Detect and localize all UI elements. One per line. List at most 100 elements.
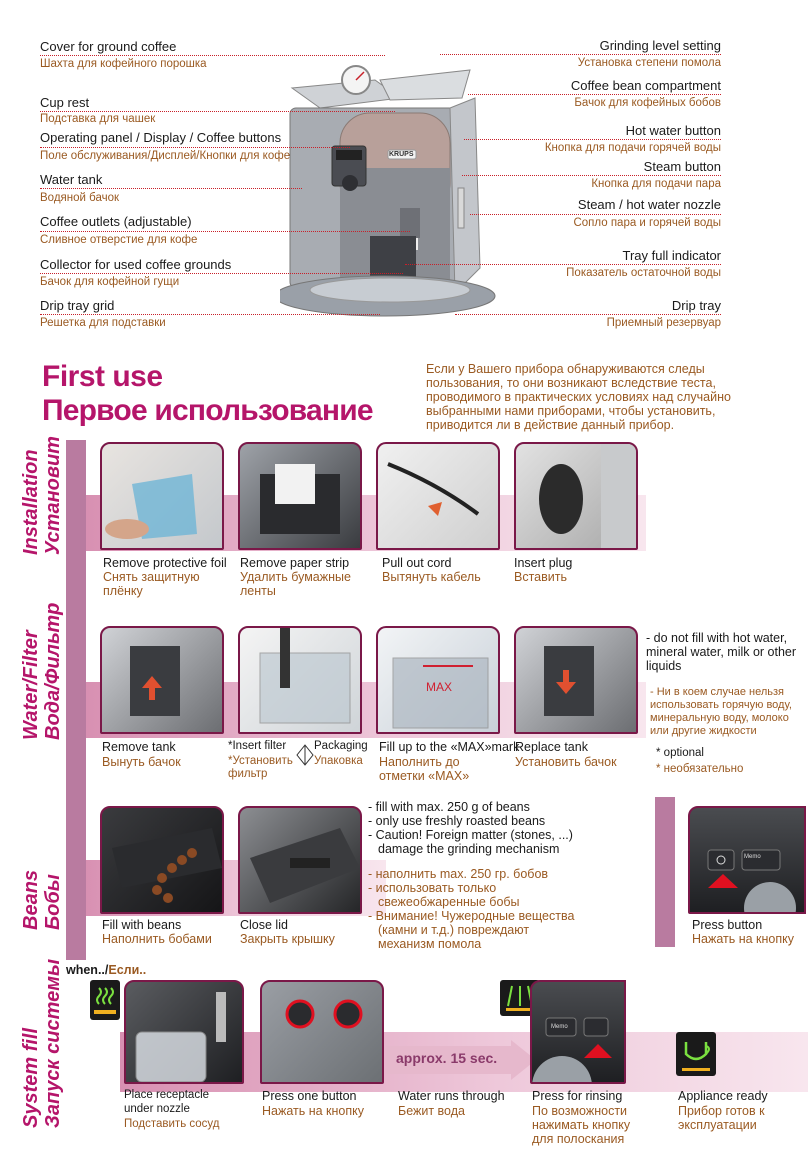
- water-warning-ru: - Ни в коем случае нельзя использовать г…: [650, 686, 792, 737]
- caption-remove-foil-ru: Снять защитную плёнку: [103, 570, 200, 598]
- first-use-intro: Если у Вашего прибора обнаруживаются сле…: [426, 362, 731, 432]
- approx-arrow: [386, 1040, 536, 1080]
- system-fill-title: System fill Запуск системы: [20, 958, 64, 1128]
- caption-insert-plug-en: Insert plug: [514, 556, 573, 570]
- photo-press-rinse: [530, 980, 626, 1084]
- caption-insert-plug-ru: Вставить: [514, 570, 567, 584]
- label-grounds-collector-ru: Бачок для кофейной гущи: [40, 276, 180, 288]
- caption-replace-tank-ru: Установить бачок: [515, 755, 617, 769]
- caption-fill-max-en: Fill up to the «MAX»mark: [379, 740, 520, 754]
- label-steam-button-ru: Кнопка для подачи пара: [591, 178, 721, 190]
- label-cup-rest-en: Cup rest: [40, 95, 90, 110]
- label-steam-nozzle-ru: Сопло пара и горячей воды: [573, 217, 721, 229]
- label-tray-full-en: Tray full indicator: [622, 248, 722, 263]
- label-water-tank-ru: Водяной бачок: [40, 192, 120, 204]
- caption-place-receptacle-en: Place receptacle under nozzle: [124, 1089, 210, 1115]
- beans-notes-ru: - наполнить max. 250 гр. бобов - использ…: [368, 867, 575, 951]
- beans-notes-en: - fill with max. 250 g of beans - only u…: [368, 800, 573, 856]
- photo-fill-beans: [100, 806, 224, 914]
- label-hot-water-button-ru: Кнопка для подачи горячей воды: [544, 142, 721, 154]
- caption-insert-filter-en: *Insert filter: [228, 740, 287, 752]
- ready-indicator-icon: [676, 1032, 716, 1076]
- caption-remove-tank-ru: Вынуть бачок: [102, 755, 181, 769]
- packaging-label-en: Packaging: [314, 740, 368, 752]
- caption-remove-tank-en: Remove tank: [102, 740, 176, 754]
- water-warning-en: - do not fill with hot water, mineral wa…: [646, 631, 797, 673]
- caption-fill-max-ru: Наполнить до отметки «MAX»: [379, 755, 470, 783]
- label-drip-tray-grid-en: Drip tray grid: [40, 298, 115, 313]
- label-tray-full-ru: Показатель остаточной воды: [566, 267, 721, 279]
- label-cover-ground-coffee-en: Cover for ground coffee: [40, 39, 177, 54]
- label-bean-compartment-en: Coffee bean compartment: [570, 78, 721, 93]
- label-operating-panel-en: Operating panel / Display / Coffee butto…: [40, 130, 282, 145]
- approx-duration: approx. 15 sec.: [396, 1050, 498, 1066]
- optional-note-en: * optional: [656, 747, 704, 759]
- caption-water-runs-en: Water runs through: [398, 1089, 505, 1103]
- when-label: when../Если..: [66, 963, 147, 977]
- label-coffee-outlets-en: Coffee outlets (adjustable): [40, 214, 192, 229]
- photo-fill-max: [376, 626, 500, 734]
- caption-insert-filter-ru: *Установить фильтр: [228, 755, 293, 780]
- photo-replace-tank: [514, 626, 638, 734]
- label-operating-panel-ru: Поле обслуживания/Дисплей/Кнопки для коф…: [40, 150, 291, 162]
- installation-title: Installation Установит: [20, 436, 64, 555]
- beans-title: Beans Бобы: [20, 869, 64, 930]
- label-grinding-level-en: Grinding level setting: [599, 38, 721, 53]
- label-grounds-collector-en: Collector for used coffee grounds: [40, 257, 232, 272]
- max-mark-label: MAX: [426, 680, 453, 694]
- memo-rinse-label: Memo: [551, 1024, 568, 1030]
- photo-press-button: [688, 806, 806, 914]
- caption-remove-paper-ru: Удалить бумажные ленты: [240, 570, 351, 598]
- label-cup-rest-ru: Подставка для чашек: [40, 113, 156, 125]
- photo-remove-foil: [100, 442, 224, 550]
- label-water-tank-en: Water tank: [40, 172, 103, 187]
- caption-close-lid-en: Close lid: [240, 918, 288, 932]
- steam-indicator-icon: [90, 980, 120, 1020]
- caption-appliance-ready-en: Appliance ready: [678, 1089, 768, 1103]
- caption-press-button-en: Press button: [692, 918, 763, 932]
- caption-close-lid-ru: Закрыть крышку: [240, 932, 335, 946]
- memo-button-label: Memo: [744, 854, 761, 860]
- label-hot-water-button-en: Hot water button: [625, 123, 721, 138]
- caption-press-rinsing-ru: По возможности нажимать кнопку для полос…: [532, 1104, 631, 1146]
- label-drip-tray-en: Drip tray: [671, 298, 721, 313]
- optional-note-ru: * необязательно: [656, 763, 744, 775]
- label-cover-ground-coffee-ru: Шахта для кофейного порошка: [40, 58, 207, 70]
- photo-remove-tank: [100, 626, 224, 734]
- photo-remove-paper: [238, 442, 362, 550]
- caption-press-one-button-ru: Нажать на кнопку: [262, 1104, 365, 1118]
- label-bean-compartment-ru: Бачок для кофейных бобов: [574, 97, 721, 109]
- label-steam-nozzle-en: Steam / hot water nozzle: [577, 197, 721, 212]
- caption-water-runs-ru: Бежит вода: [398, 1104, 465, 1118]
- caption-press-button-ru: Нажать на кнопку: [692, 932, 795, 946]
- photo-insert-filter: [238, 626, 362, 734]
- photo-close-lid: [238, 806, 362, 914]
- caption-press-one-button-en: Press one button: [262, 1089, 357, 1103]
- photo-place-receptacle: [124, 980, 244, 1084]
- label-steam-button-en: Steam button: [643, 159, 721, 174]
- label-drip-tray-ru: Приемный резервуар: [606, 317, 721, 329]
- label-drip-tray-grid-ru: Решетка для подставки: [40, 317, 166, 329]
- caption-fill-beans-en: Fill with beans: [102, 918, 182, 932]
- caption-pull-cord-en: Pull out cord: [382, 556, 452, 570]
- press-button-side-strip: [655, 797, 675, 947]
- first-use-title-ru: Первое использование: [42, 394, 374, 427]
- left-section-bar: [66, 440, 86, 960]
- first-use-title-en: First use: [42, 360, 163, 393]
- caption-remove-foil-en: Remove protective foil: [103, 556, 227, 570]
- water-title: Water/Filter Вода/Фильтр: [20, 602, 64, 740]
- packaging-icon: [296, 744, 314, 766]
- caption-press-rinsing-en: Press for rinsing: [532, 1089, 623, 1103]
- photo-pull-cord: [376, 442, 500, 550]
- photo-insert-plug: [514, 442, 638, 550]
- brand-badge: KRUPS: [389, 151, 414, 158]
- caption-fill-beans-ru: Наполнить бобами: [102, 932, 212, 946]
- packaging-label-ru: Упаковка: [314, 755, 363, 767]
- caption-appliance-ready-ru: Прибор готов к эксплуатации: [678, 1104, 765, 1132]
- label-coffee-outlets-ru: Сливное отверстие для кофе: [40, 234, 198, 246]
- photo-press-one-button: [260, 980, 384, 1084]
- caption-pull-cord-ru: Вытянуть кабель: [382, 570, 481, 584]
- label-grinding-level-ru: Установка степени помола: [577, 57, 721, 69]
- caption-place-receptacle-ru: Подставить сосуд: [124, 1118, 220, 1130]
- coffee-machine-illustration: [280, 65, 496, 317]
